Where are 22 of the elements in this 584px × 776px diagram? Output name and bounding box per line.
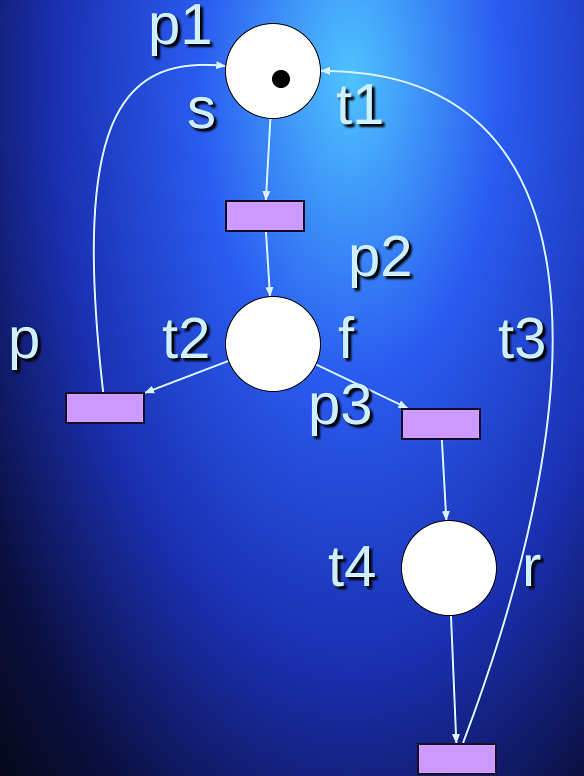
node-label: s bbox=[187, 80, 216, 138]
node-label: r bbox=[522, 538, 542, 596]
node-label: t4 bbox=[328, 538, 376, 596]
node-label: t1 bbox=[336, 76, 384, 134]
arc-arrow bbox=[262, 118, 272, 201]
node-label: p3 bbox=[308, 376, 373, 434]
transition-bar bbox=[65, 392, 145, 424]
arc-arrow bbox=[93, 62, 226, 392]
arc-arrow bbox=[265, 232, 274, 298]
transition-bar bbox=[225, 200, 305, 232]
node-label: f bbox=[338, 310, 354, 368]
node-label: p2 bbox=[348, 228, 413, 286]
node-label: t3 bbox=[498, 310, 546, 368]
node-label: t2 bbox=[162, 310, 210, 368]
transition-bar bbox=[417, 743, 497, 775]
arc-arrow bbox=[144, 360, 228, 394]
node-label: p1 bbox=[148, 0, 213, 54]
arc-arrow bbox=[450, 616, 460, 744]
node-label: p bbox=[8, 310, 40, 368]
arc-arrow bbox=[440, 440, 450, 522]
arc-arrow bbox=[320, 68, 554, 744]
transition-bar bbox=[401, 408, 481, 440]
